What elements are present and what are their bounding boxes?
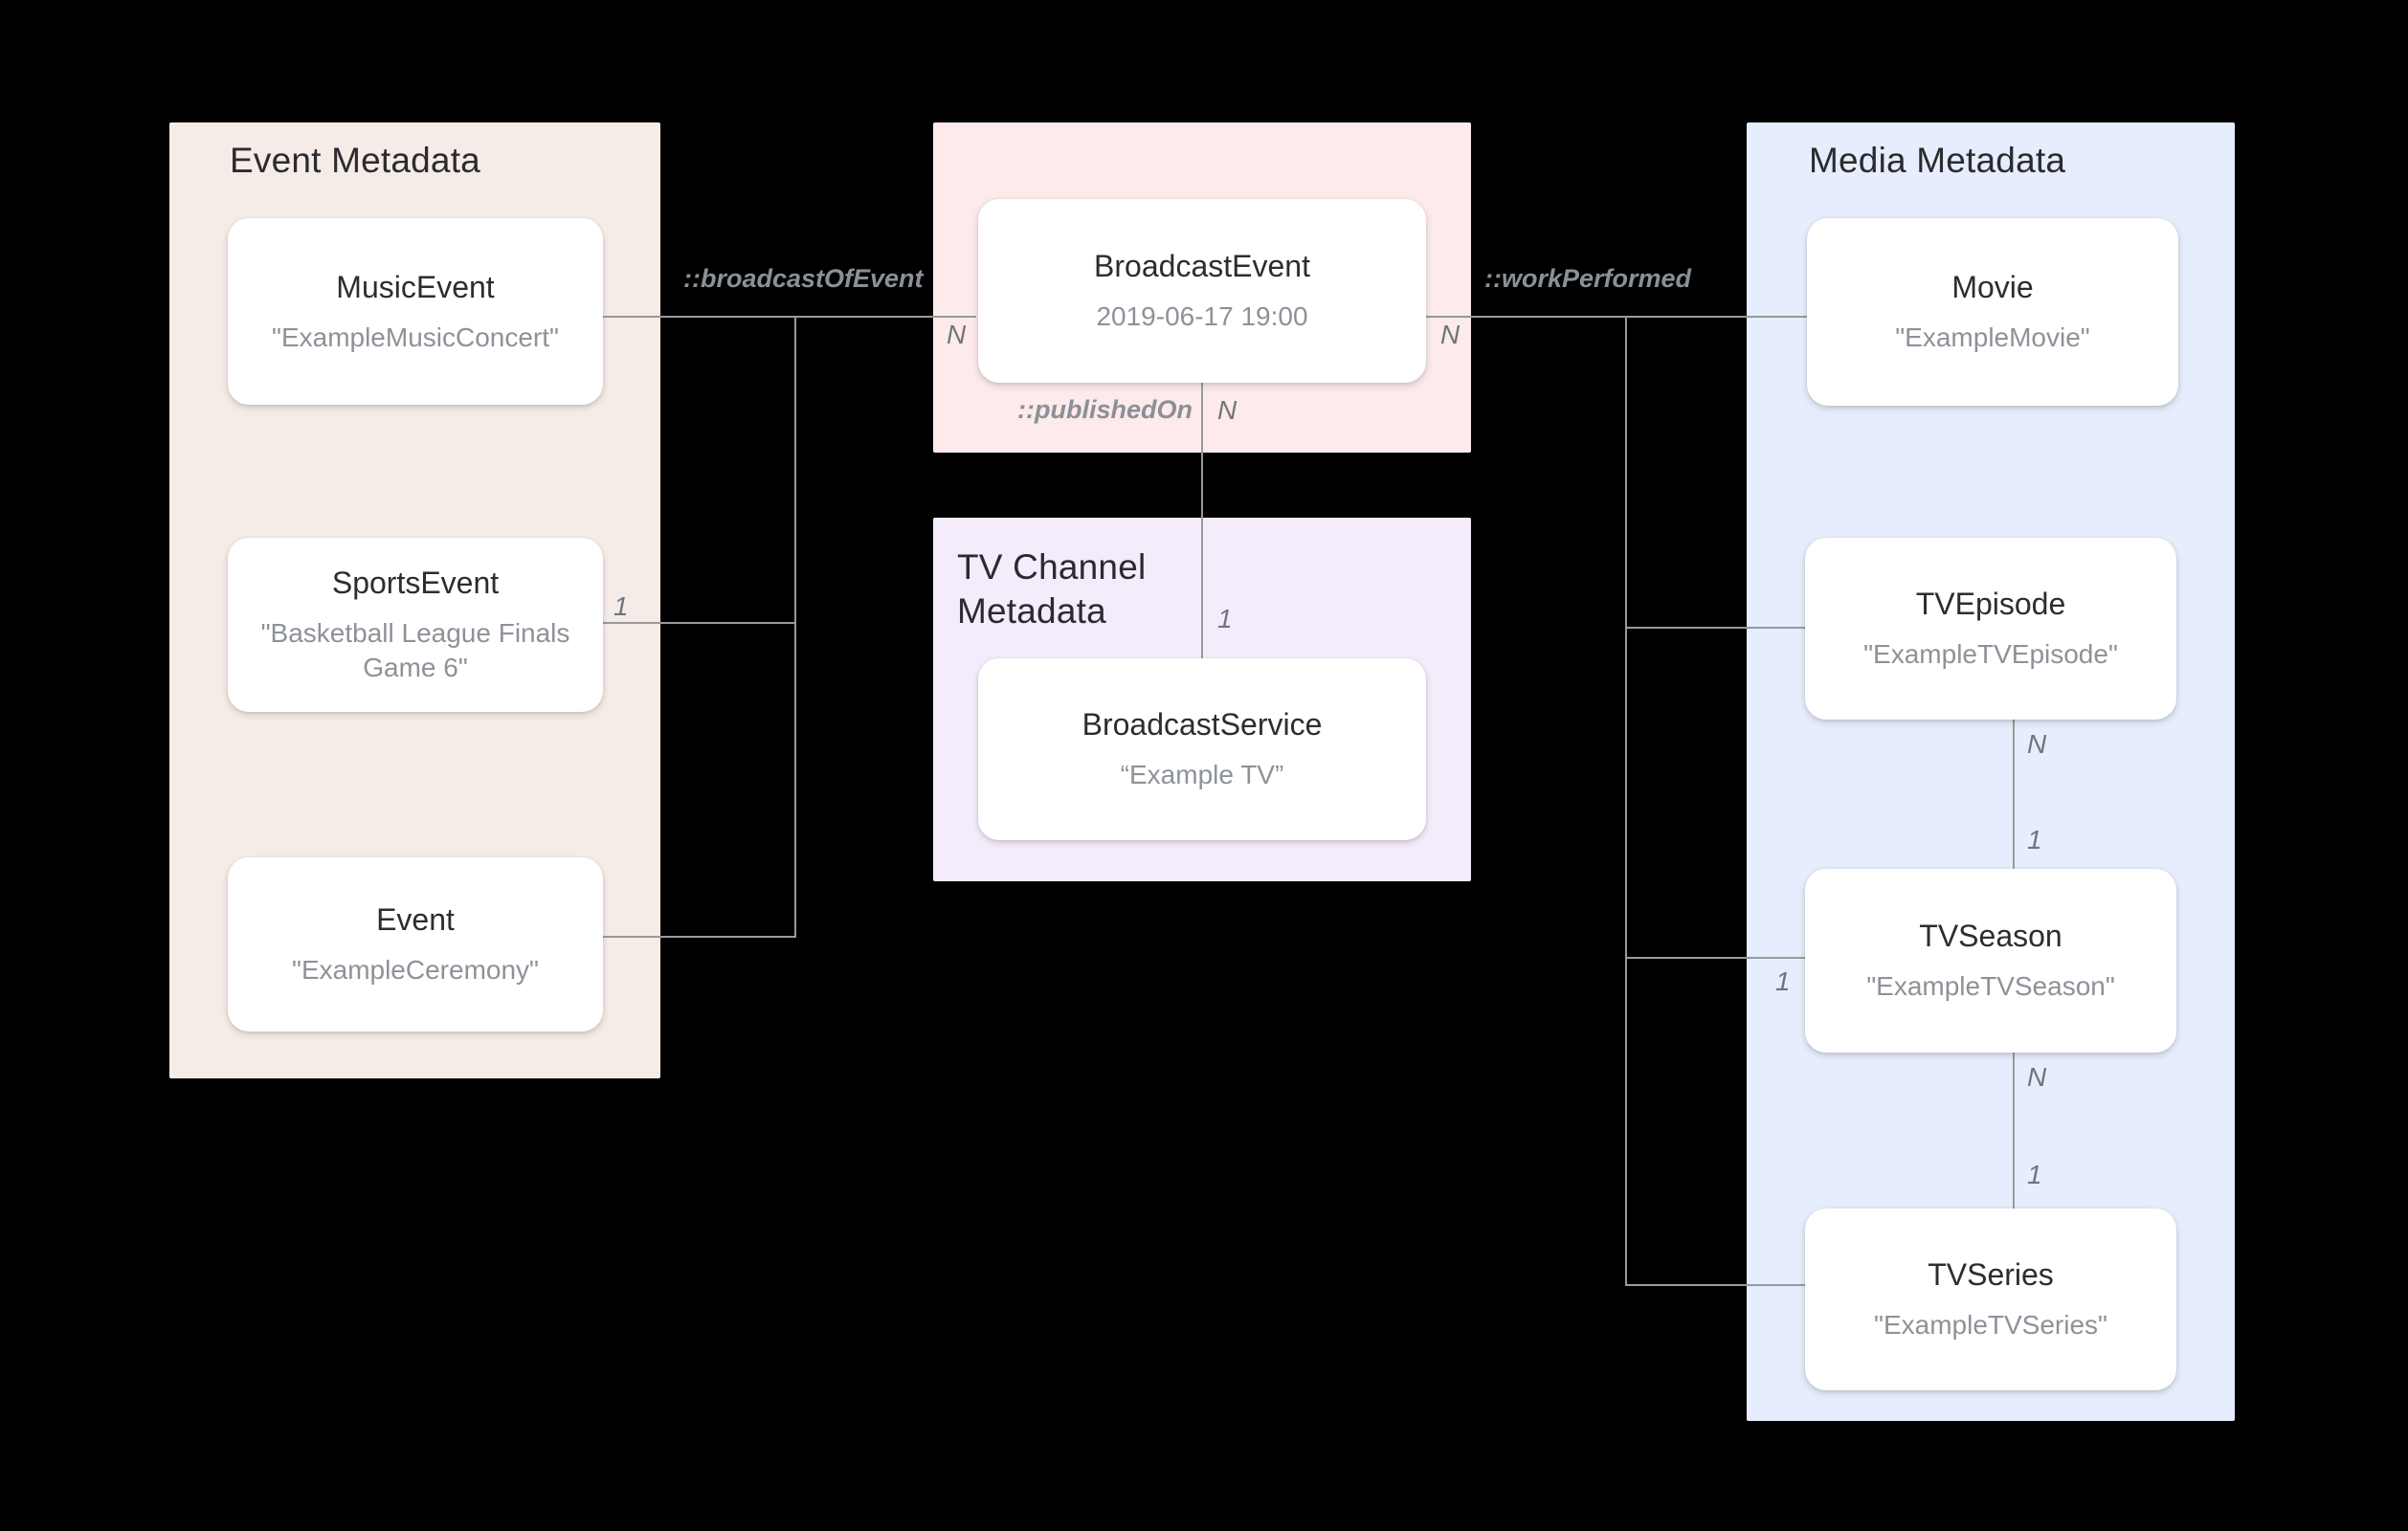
connector-broadcast-to-media-bus bbox=[1426, 316, 1627, 318]
entity-type-sports-event: SportsEvent bbox=[331, 566, 500, 600]
cardinality-sports-event-1: 1 bbox=[613, 591, 629, 621]
cardinality-episode-n: N bbox=[2027, 729, 2047, 759]
connector-bus-to-broadcast-event bbox=[794, 316, 976, 318]
connector-published-on bbox=[1201, 383, 1203, 658]
entity-type-music-event: MusicEvent bbox=[336, 269, 495, 304]
entity-type-movie: Movie bbox=[1951, 270, 2034, 304]
connector-episode-to-season bbox=[2013, 720, 2015, 901]
connector-media-bus-vertical bbox=[1625, 316, 1627, 1286]
entity-card-tv-episode[interactable]: TVEpisode "ExampleTVEpisode" bbox=[1805, 538, 2176, 720]
connector-event-bus-vertical bbox=[794, 316, 796, 938]
entity-card-movie[interactable]: Movie "ExampleMovie" bbox=[1807, 218, 2178, 406]
cardinality-season-1: 1 bbox=[2027, 825, 2042, 854]
entity-type-tv-episode: TVEpisode bbox=[1915, 587, 2066, 621]
connector-season-to-series bbox=[2013, 1053, 2015, 1210]
entity-value-movie: "ExampleMovie" bbox=[1895, 322, 2090, 352]
entity-card-broadcast-event[interactable]: BroadcastEvent 2019-06-17 19:00 bbox=[978, 199, 1426, 383]
group-title-channel: TV Channel Metadata bbox=[957, 547, 1147, 631]
connector-sports-event bbox=[574, 622, 796, 624]
relationship-label-work-performed: ::workPerformed bbox=[1484, 264, 1692, 293]
cardinality-published-on-n: N bbox=[1217, 395, 1237, 425]
entity-card-sports-event[interactable]: SportsEvent "Basketball League Finals Ga… bbox=[228, 538, 603, 712]
entity-value-music-event: "ExampleMusicConcert" bbox=[272, 322, 559, 352]
entity-value-tv-series: "ExampleTVSeries" bbox=[1874, 1310, 2107, 1340]
group-title-media: Media Metadata bbox=[1809, 141, 2066, 180]
relationship-label-published-on: ::publishedOn bbox=[1017, 395, 1193, 424]
entity-type-tv-season: TVSeason bbox=[1919, 919, 2062, 953]
group-title-event: Event Metadata bbox=[230, 141, 480, 180]
entity-value-broadcast-service: “Example TV” bbox=[1120, 760, 1284, 789]
connector-tv-series bbox=[1625, 1284, 1807, 1286]
entity-card-music-event[interactable]: MusicEvent "ExampleMusicConcert" bbox=[228, 218, 603, 405]
entity-card-tv-season[interactable]: TVSeason "ExampleTVSeason" bbox=[1805, 869, 2176, 1053]
entity-value-sports-event: "Basketball League Finals Game 6" bbox=[260, 618, 570, 682]
connector-tv-episode bbox=[1625, 627, 1807, 629]
entity-value-event: "ExampleCeremony" bbox=[292, 955, 539, 985]
connector-movie bbox=[1625, 316, 1807, 318]
cardinality-season-n: N bbox=[2027, 1062, 2047, 1092]
entity-type-broadcast-event: BroadcastEvent bbox=[1094, 249, 1310, 283]
entity-card-tv-series[interactable]: TVSeries "ExampleTVSeries" bbox=[1805, 1209, 2176, 1390]
entity-value-broadcast-event: 2019-06-17 19:00 bbox=[1096, 301, 1308, 331]
connector-event bbox=[593, 936, 796, 938]
entity-type-broadcast-service: BroadcastService bbox=[1081, 707, 1323, 742]
cardinality-series-1: 1 bbox=[2027, 1160, 2042, 1189]
entity-card-broadcast-service[interactable]: BroadcastService “Example TV” bbox=[978, 658, 1426, 840]
cardinality-broadcast-service-1: 1 bbox=[1217, 604, 1233, 633]
relationship-label-broadcast-of-event: ::broadcastOfEvent bbox=[683, 264, 924, 293]
connector-music-event bbox=[593, 316, 796, 318]
entity-type-event: Event bbox=[376, 902, 455, 937]
cardinality-season-left-1: 1 bbox=[1775, 966, 1791, 996]
cardinality-broadcast-right-n: N bbox=[1440, 320, 1460, 349]
cardinality-broadcast-left-n: N bbox=[947, 320, 967, 349]
entity-type-tv-series: TVSeries bbox=[1928, 1257, 2054, 1292]
connector-tv-season bbox=[1625, 957, 1807, 959]
entity-value-tv-episode: "ExampleTVEpisode" bbox=[1863, 639, 2118, 669]
entity-value-tv-season: "ExampleTVSeason" bbox=[1866, 971, 2115, 1001]
entity-card-event[interactable]: Event "ExampleCeremony" bbox=[228, 857, 603, 1032]
